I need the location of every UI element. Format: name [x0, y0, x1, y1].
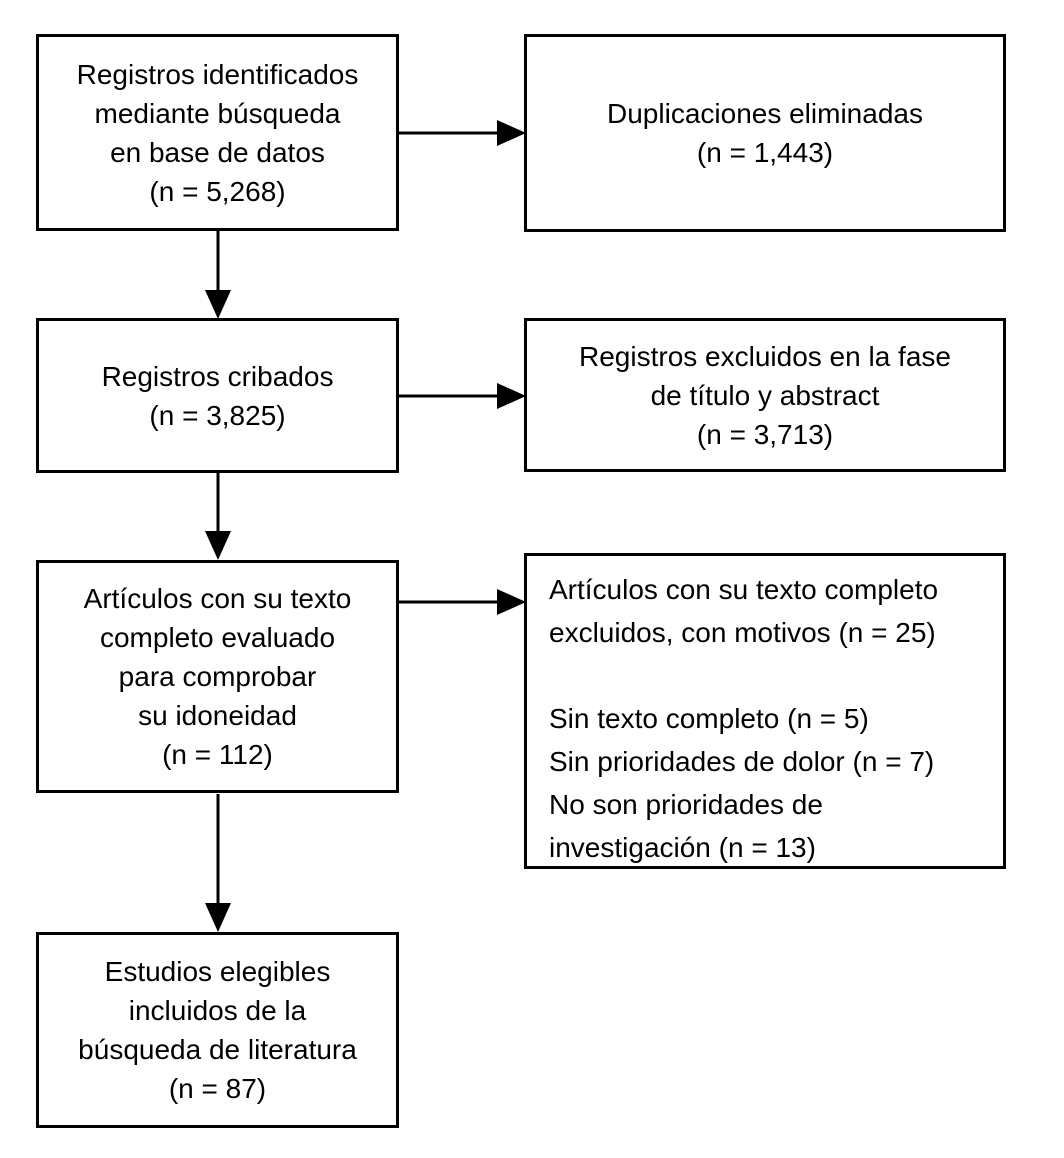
- arrow-fulltext-to-included: [205, 794, 231, 932]
- flow-box-records-screened: Registros cribados (n = 3,825): [36, 318, 399, 473]
- flow-box-fulltext-excluded: Artículos con su texto completo excluido…: [524, 553, 1006, 869]
- arrow-screened-to-fulltext: [205, 473, 231, 560]
- flow-box-duplicates-removed: Duplicaciones eliminadas (n = 1,443): [524, 34, 1006, 232]
- arrow-identified-to-duplicates: [399, 120, 526, 146]
- flow-box-excluded-title-abstract: Registros excluidos en la fase de título…: [524, 318, 1006, 472]
- flow-box-studies-included: Estudios elegibles incluidos de la búsqu…: [36, 932, 399, 1128]
- flow-box-fulltext-assessed: Artículos con su texto completo evaluado…: [36, 560, 399, 793]
- arrow-identified-to-screened: [205, 231, 231, 319]
- arrow-screened-to-excluded: [399, 383, 526, 409]
- flow-box-records-identified: Registros identificados mediante búsqued…: [36, 34, 399, 231]
- arrow-fulltext-to-excluded: [399, 589, 526, 615]
